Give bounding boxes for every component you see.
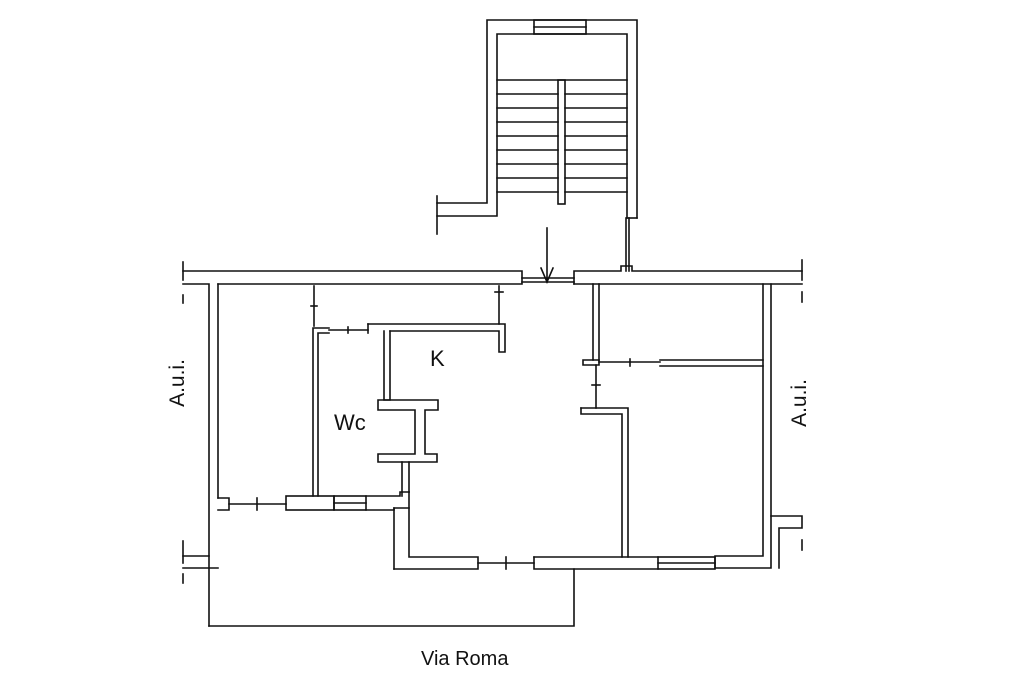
adjacent-unit-left-label: A.u.i. — [166, 359, 189, 407]
adjacent-unit-right-label: A.u.i. — [788, 379, 811, 427]
kitchen-label: K — [430, 346, 445, 371]
balcony-partition — [217, 491, 410, 511]
wc-walls — [310, 285, 506, 497]
top-wall — [182, 259, 803, 285]
bottom-wall — [208, 491, 716, 627]
staircase — [436, 19, 638, 272]
street-label: Via Roma — [421, 648, 509, 670]
left-wall — [182, 283, 219, 627]
wc-label: Wc — [334, 410, 366, 435]
entrance-arrow — [539, 227, 555, 285]
interior-walls-right — [580, 283, 764, 558]
